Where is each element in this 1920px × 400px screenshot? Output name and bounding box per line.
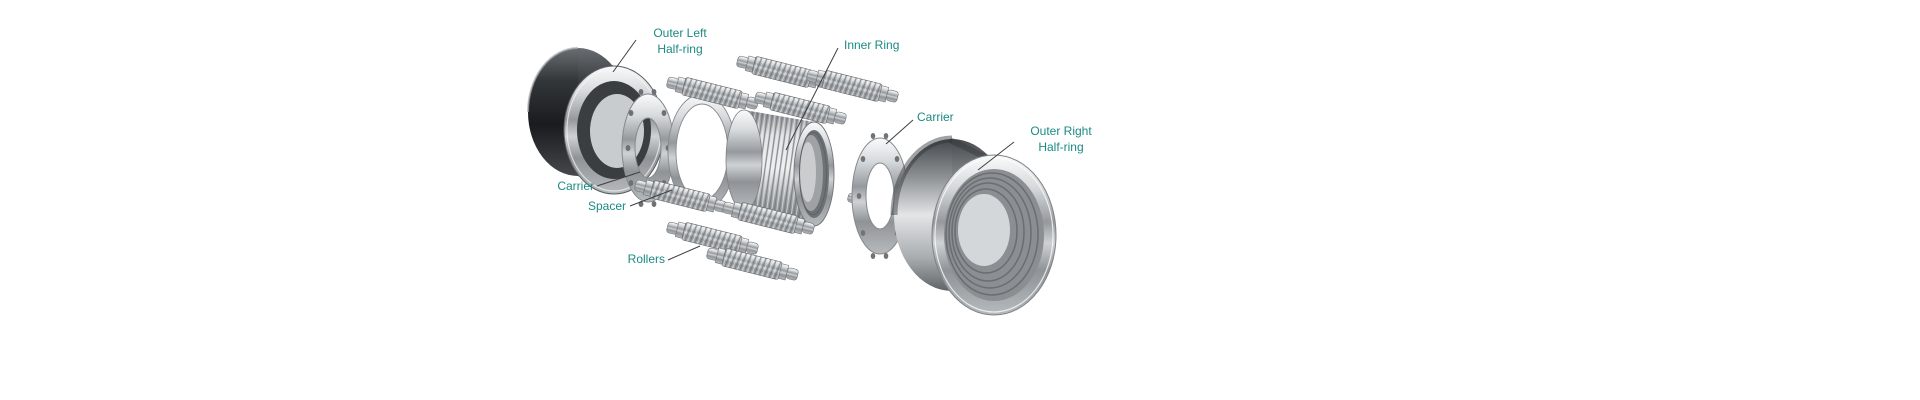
carrier-right-part [851, 133, 909, 259]
label-outer-right-half-ring: Outer Right Half-ring [1030, 124, 1092, 154]
outer-right-half-ring-part [890, 135, 1057, 316]
leader-outer-right [977, 141, 1015, 171]
leader-carrier-right [885, 119, 914, 145]
label-carrier-right: Carrier [917, 110, 954, 124]
leader-inner-ring [785, 47, 839, 151]
label-rollers: Rollers [627, 252, 665, 266]
leader-carrier-left [596, 171, 641, 187]
leader-spacer [629, 189, 673, 207]
label-inner-ring: Inner Ring [844, 38, 900, 52]
label-carrier-left: Carrier [557, 179, 594, 193]
inner-ring-part [725, 109, 835, 227]
label-spacer: Spacer [587, 199, 626, 213]
leader-outer-left [612, 39, 637, 73]
outer-left-half-ring-part [527, 47, 665, 195]
leader-lines [596, 39, 1015, 261]
leader-rollers [667, 245, 701, 261]
label-outer-left-half-ring: Outer Left Half-ring [653, 26, 707, 56]
